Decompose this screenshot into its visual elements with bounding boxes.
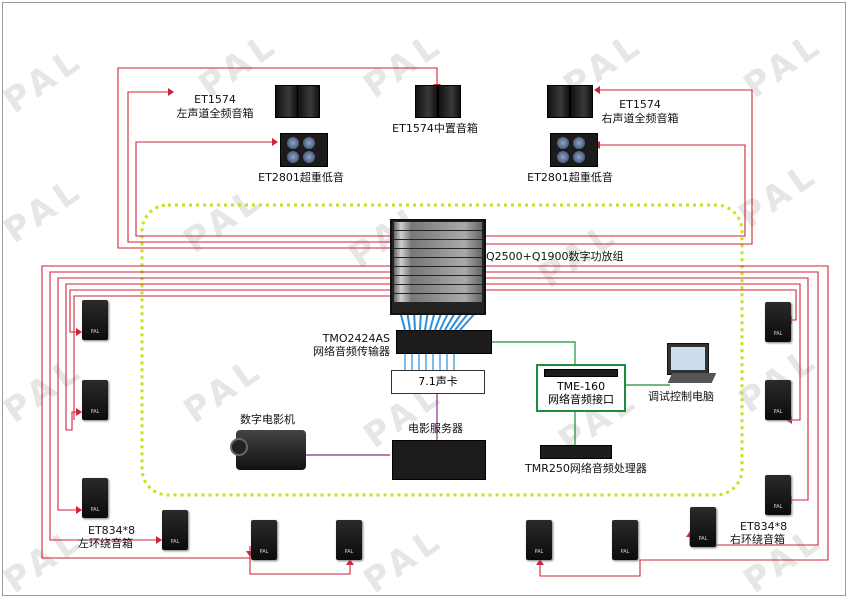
right-surround-speaker — [765, 475, 791, 515]
server-label: 电影服务器 — [408, 422, 463, 435]
center-speaker-2 — [438, 85, 461, 118]
left-full-range-desc: 左声道全频音箱 — [176, 107, 254, 120]
left-surround-model: ET834*8 — [88, 524, 136, 537]
left-surround-speaker — [251, 520, 277, 560]
tme-device — [544, 369, 618, 377]
speaker-wires — [41, 67, 829, 577]
right-surround-model: ET834*8 — [740, 520, 788, 533]
left-full-range-model: ET1574 — [194, 93, 236, 106]
left-surround-speaker — [336, 520, 362, 560]
left-surround-desc: 左环绕音箱 — [78, 537, 133, 550]
left-surround-speaker — [82, 478, 108, 518]
laptop-screen — [671, 347, 705, 370]
video-wires — [305, 394, 438, 456]
tmo-model: TMO2424AS — [322, 332, 390, 345]
sound-card: 7.1声卡 — [391, 370, 485, 394]
tmo-card-links — [404, 352, 455, 370]
left-surround-speaker — [82, 300, 108, 340]
right-surround-speaker — [765, 380, 791, 420]
projector-lens — [230, 438, 248, 456]
laptop-icon — [667, 343, 709, 375]
right-surround-desc: 右环绕音箱 — [730, 533, 785, 546]
right-surround-speaker — [690, 507, 716, 547]
network-wires — [490, 341, 670, 445]
left-sub-label: ET2801超重低音 — [258, 171, 344, 184]
tme-desc: 网络音频接口 — [548, 393, 614, 406]
right-surround-speaker — [526, 520, 552, 560]
right-surround-speaker — [612, 520, 638, 560]
right-surround-speaker — [765, 302, 791, 342]
left-full-range-speaker-2 — [297, 85, 320, 118]
tme-model: TME-160 — [556, 380, 606, 393]
tme-interface: TME-160 网络音频接口 — [536, 364, 626, 412]
center-label: ET1574中置音箱 — [392, 122, 478, 135]
tmo-transmitter — [396, 330, 492, 354]
dotted-zone — [140, 203, 744, 497]
projector-icon — [230, 430, 306, 470]
tmr-processor — [540, 445, 612, 459]
right-full-range-speaker-1 — [547, 85, 570, 118]
left-surround-speaker — [82, 380, 108, 420]
laptop-base — [667, 373, 717, 383]
projector-label: 数字电影机 — [240, 413, 295, 426]
amp-group-label: Q2500+Q1900数字功放组 — [486, 250, 624, 263]
right-full-range-desc: 右声道全频音箱 — [601, 112, 679, 125]
right-sub-label: ET2801超重低音 — [527, 171, 613, 184]
tmr-label: TMR250网络音频处理器 — [525, 462, 647, 475]
center-speaker-1 — [415, 85, 438, 118]
right-subwoofer — [550, 133, 598, 167]
cinema-server — [392, 440, 486, 480]
tmo-desc: 网络音频传输器 — [313, 345, 390, 358]
right-full-range-speaker-2 — [570, 85, 593, 118]
right-full-range-model: ET1574 — [619, 98, 661, 111]
left-surround-speaker — [162, 510, 188, 550]
control-pc-label: 调试控制电脑 — [648, 390, 714, 403]
amplifier-rack — [390, 219, 486, 315]
arrowheads — [76, 84, 792, 565]
left-subwoofer — [280, 133, 328, 167]
left-full-range-speaker-1 — [275, 85, 298, 118]
